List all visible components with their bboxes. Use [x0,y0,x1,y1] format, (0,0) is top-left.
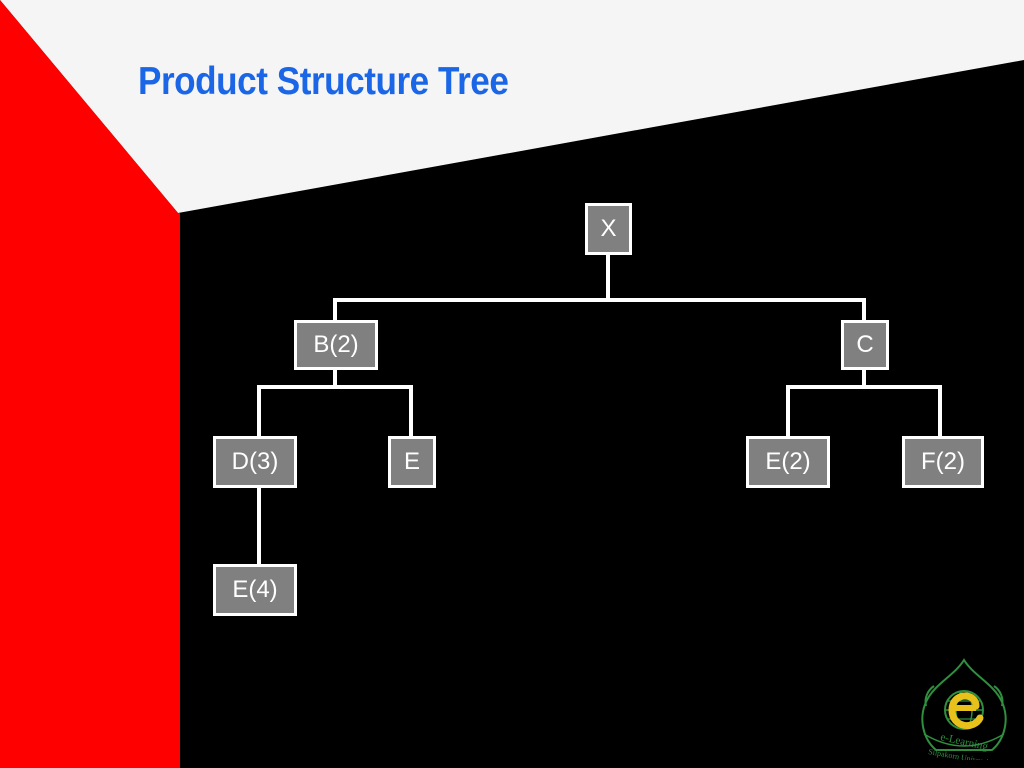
node-b: B(2) [294,320,378,370]
node-d: D(3) [213,436,297,488]
node-e2: E(2) [746,436,830,488]
node-e: E [388,436,436,488]
e-learning-seal-icon: e-Learning Silpakorn University [921,658,1007,760]
left-red-panel [0,0,180,768]
node-c: C [841,320,889,370]
node-x: X [585,203,632,255]
top-light-panel [0,0,1024,213]
slide-title: Product Structure Tree [138,60,509,103]
node-e4: E(4) [213,564,297,616]
node-f2: F(2) [902,436,984,488]
